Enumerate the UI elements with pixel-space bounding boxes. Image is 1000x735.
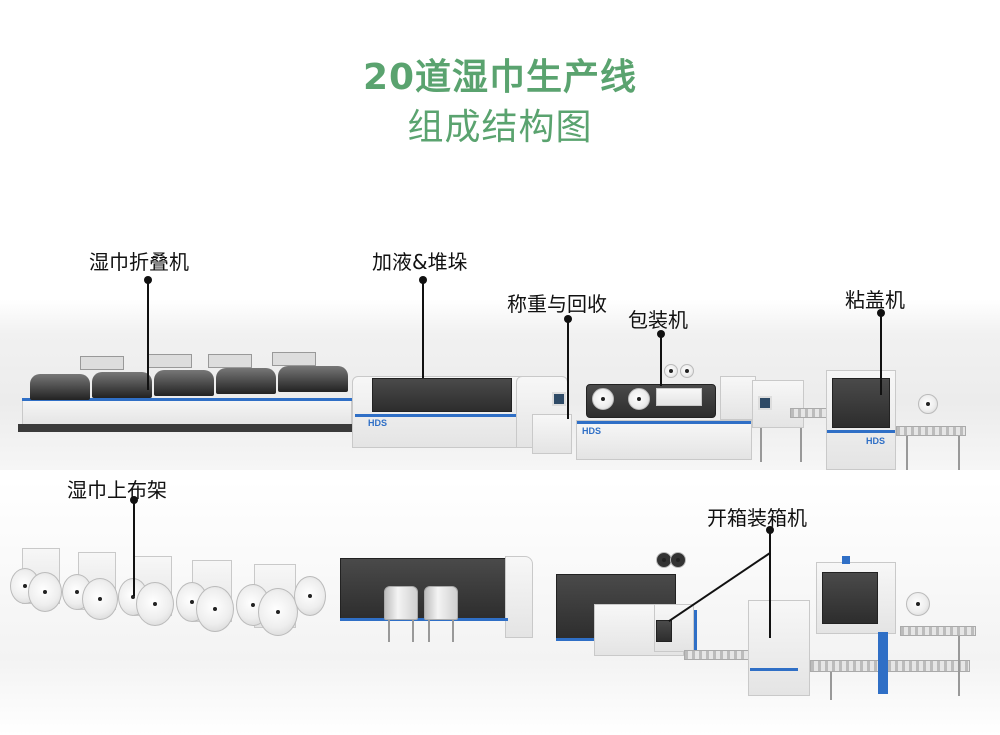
label-liquid-stacking: 加液&堆垛 [372,250,468,274]
hds-logo: HDS [582,426,602,436]
label-weighing-recycle: 称重与回收 [507,292,607,316]
label-fabric-rack: 湿巾上布架 [67,478,167,502]
leader-line [567,319,569,419]
hds-logo: HDS [368,418,388,428]
hds-logo: HDS [866,436,886,446]
diagram-title-line1: 20道湿巾生产线 [362,57,638,98]
leader-line [660,334,662,386]
leader-line [769,530,771,638]
leader-line [422,280,424,378]
leader-line [147,280,149,390]
label-packaging-machine: 包装机 [628,308,688,332]
leader-line [880,313,882,395]
label-folding-machine: 湿巾折叠机 [89,250,189,274]
label-lid-applicator: 粘盖机 [845,288,905,312]
label-case-packer: 开箱装箱机 [707,506,807,530]
leader-line [133,500,135,596]
diagram-title-line2: 组成结构图 [407,107,593,148]
